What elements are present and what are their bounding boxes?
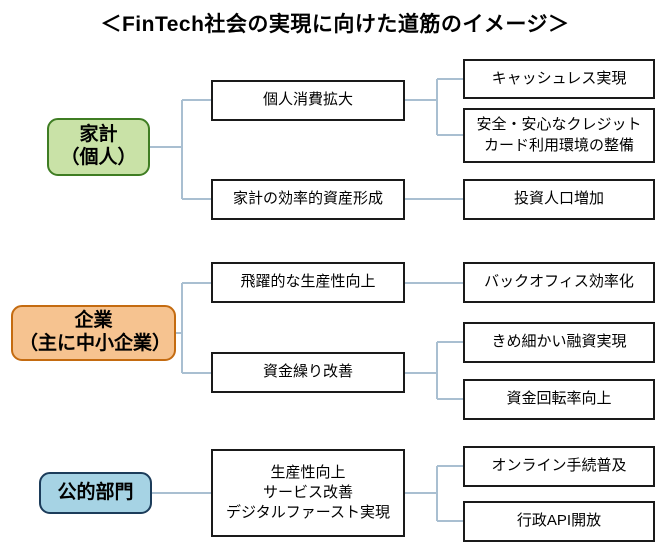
node-label-investor-population: 投資人口増加 <box>513 190 604 208</box>
node-label-back-office: バックオフィス効率化 <box>484 273 634 291</box>
category-box-enterprise[interactable]: 企業 （主に中小企業） <box>11 305 176 361</box>
node-label-online-procedures: オンライン手続普及 <box>491 457 627 475</box>
node-capital-turnover[interactable]: 資金回転率向上 <box>463 379 655 420</box>
node-label-cashflow: 資金繰り改善 <box>262 363 353 381</box>
category-label-household: 家計 （個人） <box>60 124 137 168</box>
node-fine-grained-loans[interactable]: きめ細かい融資実現 <box>463 322 655 363</box>
category-label-enterprise: 企業 （主に中小企業） <box>19 310 172 354</box>
node-investor-population[interactable]: 投資人口増加 <box>463 179 655 220</box>
node-label-productivity: 飛躍的な生産性向上 <box>240 273 376 291</box>
node-online-procedures[interactable]: オンライン手続普及 <box>463 446 655 487</box>
node-gov-api[interactable]: 行政API開放 <box>463 501 655 542</box>
node-public-improvement[interactable]: 生産性向上 サービス改善 デジタルファースト実現 <box>211 449 405 537</box>
node-label-fine-grained-loans: きめ細かい融資実現 <box>491 333 627 351</box>
node-asset-formation[interactable]: 家計の効率的資産形成 <box>211 179 405 220</box>
node-label-cashless: キャッシュレス実現 <box>491 69 627 87</box>
node-cashless[interactable]: キャッシュレス実現 <box>463 59 655 99</box>
node-label-asset-formation: 家計の効率的資産形成 <box>232 190 383 208</box>
node-label-public-improvement: 生産性向上 サービス改善 デジタルファースト実現 <box>226 463 390 522</box>
node-label-gov-api: 行政API開放 <box>516 512 602 530</box>
category-label-public-sector: 公的部門 <box>57 481 134 503</box>
node-back-office[interactable]: バックオフィス効率化 <box>463 262 655 303</box>
node-credit-card[interactable]: 安全・安心なクレジット カード利用環境の整備 <box>463 108 655 163</box>
page-title: ＜FinTech社会の実現に向けた道筋のイメージ＞ <box>100 13 570 36</box>
node-cashflow[interactable]: 資金繰り改善 <box>211 352 405 393</box>
node-label-credit-card: 安全・安心なクレジット カード利用環境の整備 <box>476 116 642 154</box>
category-box-public-sector[interactable]: 公的部門 <box>39 472 152 514</box>
node-productivity[interactable]: 飛躍的な生産性向上 <box>211 262 405 303</box>
node-label-capital-turnover: 資金回転率向上 <box>506 390 612 408</box>
category-box-household[interactable]: 家計 （個人） <box>47 118 150 176</box>
node-label-consumption: 個人消費拡大 <box>262 91 353 109</box>
node-consumption[interactable]: 個人消費拡大 <box>211 80 405 121</box>
